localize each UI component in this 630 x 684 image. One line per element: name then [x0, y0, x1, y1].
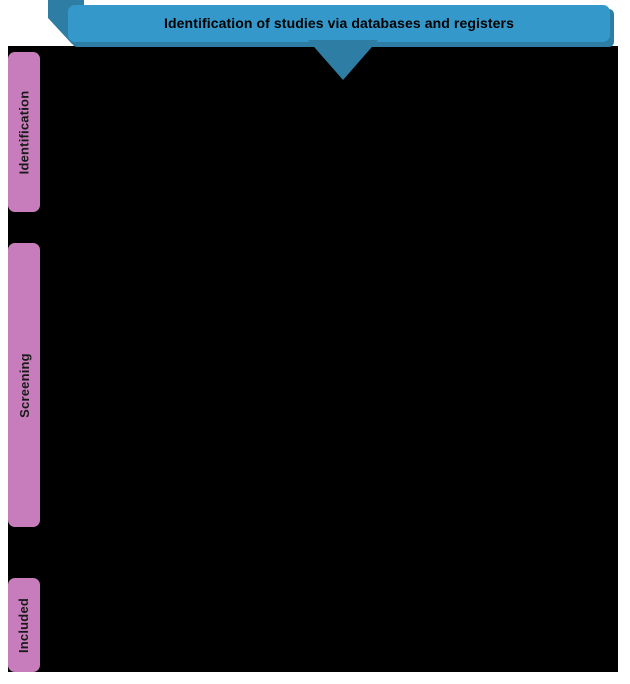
banner-title: Identification of studies via databases …: [164, 14, 514, 31]
stage-tab-screening-label: Screening: [16, 352, 32, 418]
banner-identification-databases: Identification of studies via databases …: [68, 5, 610, 42]
stage-tab-included: Included: [8, 578, 40, 672]
diagram-content-plate: [8, 46, 618, 672]
flow-body-region: [48, 80, 614, 670]
stage-tab-identification: Identification: [8, 52, 40, 212]
stage-tab-included-label: Included: [16, 597, 32, 653]
banner-down-arrow-icon: [308, 40, 378, 80]
stage-tab-screening: Screening: [8, 243, 40, 527]
stage-tab-identification-label: Identification: [16, 90, 32, 174]
